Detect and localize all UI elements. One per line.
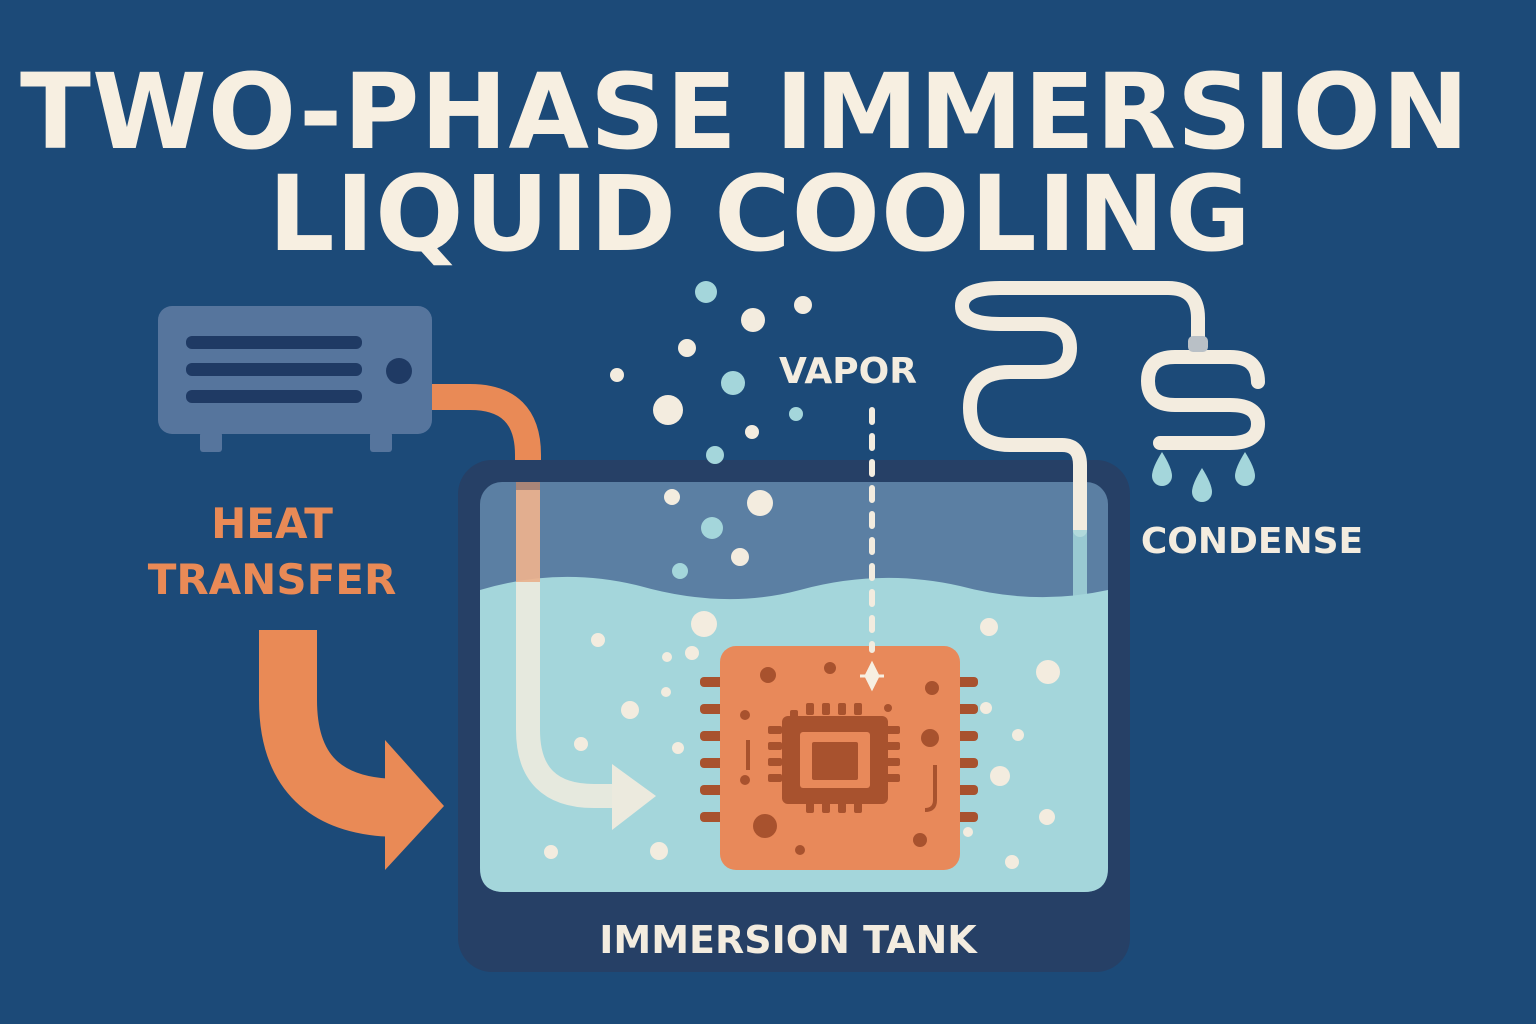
heat-label-line-2: TRANSFER: [148, 555, 397, 604]
condenser-coil-icon: [955, 281, 1265, 537]
tank-label: IMMERSION TANK: [599, 918, 978, 962]
rising-bubbles: [544, 489, 1060, 869]
hot-pipe: [432, 384, 541, 490]
condense-label: CONDENSE: [1141, 521, 1363, 562]
title-line-1: TWO-PHASE IMMERSION: [20, 51, 1470, 173]
condenser-nozzle: [1188, 336, 1208, 352]
vapor-bubble-icon: [610, 281, 812, 464]
return-arrow: [516, 490, 656, 830]
condensate-pipe: [1073, 530, 1087, 596]
droplet-icon: [1152, 452, 1255, 502]
heat-arrow-icon: [259, 630, 444, 870]
heat-label-line-1: HEAT: [211, 499, 333, 548]
cpu-chip-icon: [700, 646, 978, 870]
vapor-label: VAPOR: [779, 351, 917, 392]
server-icon: [158, 306, 432, 452]
title-line-2: LIQUID COOLING: [268, 153, 1252, 275]
